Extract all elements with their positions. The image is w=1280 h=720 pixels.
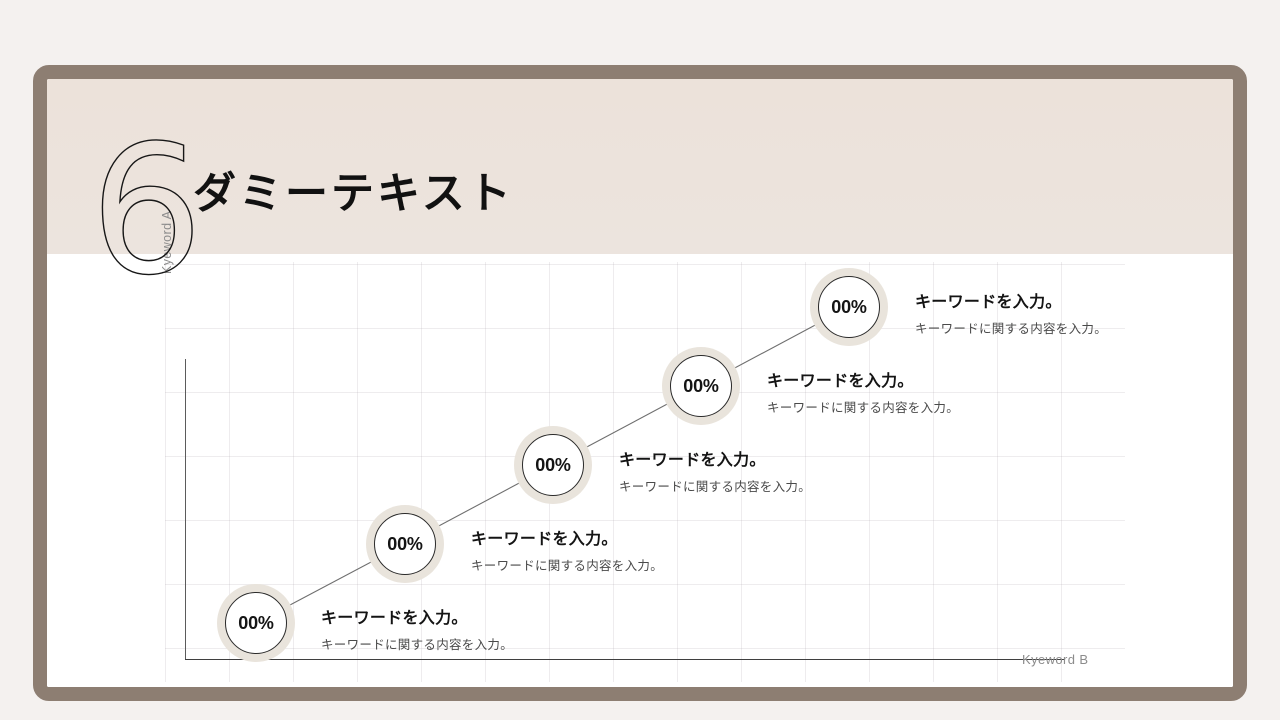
data-point-value-2: 00% [387,533,423,554]
page-title: ダミーテキスト [193,170,514,218]
data-point-node-1[interactable]: 00% [217,584,295,662]
data-point-node-5[interactable]: 00% [810,268,888,346]
x-axis-label: Kyeword B [1022,652,1089,667]
data-point-heading-5: キーワードを入力。 [915,294,1062,311]
data-point-node-2[interactable]: 00% [366,505,444,583]
data-point-label-3: キーワードを入力。 キーワードに関する内容を入力。 [619,446,811,495]
chart-grid [165,262,1125,682]
x-axis-line [185,659,1065,660]
data-point-value-4: 00% [683,375,719,396]
data-point-value-1: 00% [238,612,274,633]
data-point-heading-4: キーワードを入力。 [767,373,914,390]
slide-frame-inner: 6 ダミーテキスト Kyeword A Kyeword B 00% [47,79,1233,687]
data-point-disc-5: 00% [818,276,880,338]
data-point-heading-3: キーワードを入力。 [619,452,766,469]
data-point-description-5: キーワードに関する内容を入力。 [915,322,1108,336]
data-point-disc-2: 00% [374,513,436,575]
data-point-disc-1: 00% [225,592,287,654]
slide-number: 6 [89,107,204,314]
header-band [47,79,1233,254]
data-point-description-1: キーワードに関する内容を入力。 [321,638,514,652]
data-point-value-5: 00% [831,296,867,317]
data-point-value-3: 00% [535,454,571,475]
data-point-label-1: キーワードを入力。 キーワードに関する内容を入力。 [321,604,513,653]
data-point-heading-2: キーワードを入力。 [471,531,618,548]
slide-frame: 6 ダミーテキスト Kyeword A Kyeword B 00% [33,65,1247,701]
data-point-heading-1: キーワードを入力。 [321,610,468,627]
chart-area: Kyeword A Kyeword B 00% キーワードを入力。 キーワードに… [47,211,1233,687]
data-point-description-3: キーワードに関する内容を入力。 [619,480,812,494]
data-point-node-3[interactable]: 00% [514,426,592,504]
data-point-disc-3: 00% [522,434,584,496]
data-point-label-4: キーワードを入力。 キーワードに関する内容を入力。 [767,367,959,416]
data-point-label-5: キーワードを入力。 キーワードに関する内容を入力。 [915,288,1107,337]
data-point-disc-4: 00% [670,355,732,417]
data-point-label-2: キーワードを入力。 キーワードに関する内容を入力。 [471,525,663,574]
y-axis-line [185,359,186,659]
data-point-description-4: キーワードに関する内容を入力。 [767,401,960,415]
data-point-node-4[interactable]: 00% [662,347,740,425]
data-point-description-2: キーワードに関する内容を入力。 [471,559,664,573]
